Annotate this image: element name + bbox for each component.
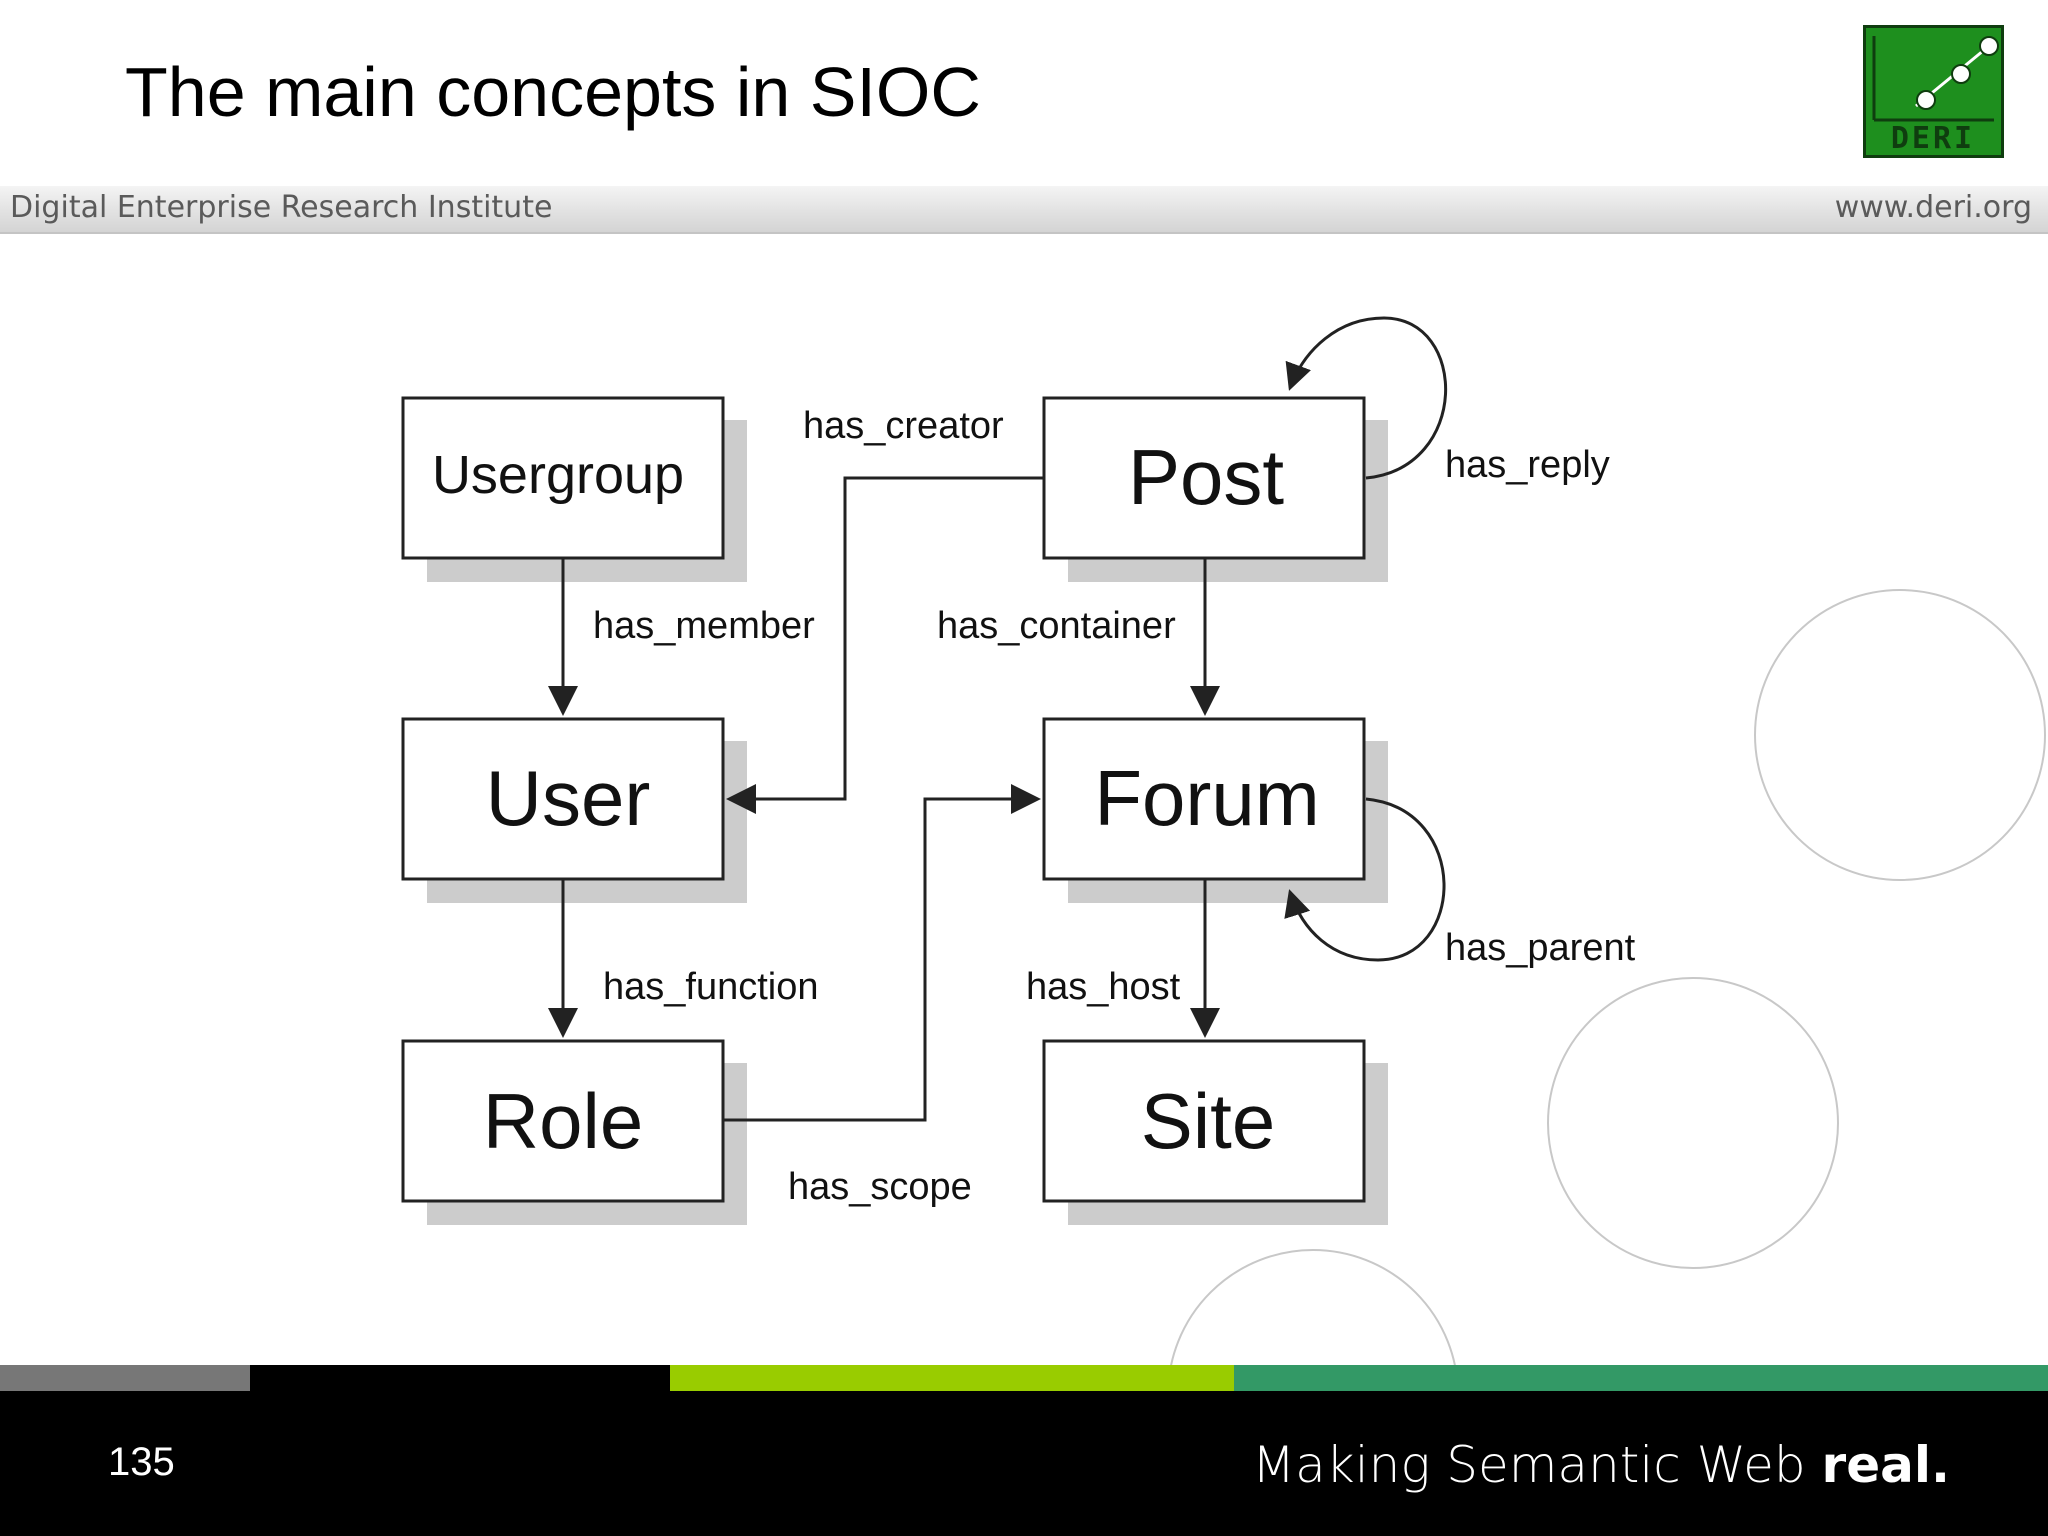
label-has-parent: has_parent <box>1445 927 1636 969</box>
label-has-creator: has_creator <box>803 405 1004 447</box>
footer-bar-black <box>250 1365 670 1391</box>
tagline: Making Semantic Web real. <box>1252 1436 1950 1494</box>
tagline-light: Making Semantic Web <box>1252 1436 1822 1494</box>
logo-text: DERI <box>1891 121 1975 155</box>
deri-logo: DERI <box>1863 25 2004 158</box>
edge-has-scope <box>723 784 1041 1122</box>
node-user-label: User <box>486 754 651 842</box>
label-has-scope: has_scope <box>788 1166 972 1208</box>
edge-has-parent <box>1284 797 1446 962</box>
page-number: 135 <box>108 1440 175 1484</box>
label-has-member: has_member <box>593 605 815 647</box>
node-usergroup: Usergroup <box>401 396 725 560</box>
footer-bar-lime <box>670 1365 1234 1391</box>
node-post-label: Post <box>1128 433 1284 521</box>
node-post: Post <box>1042 396 1366 560</box>
node-forum-label: Forum <box>1094 754 1319 842</box>
header-band <box>0 186 2048 234</box>
footer <box>0 1391 2048 1536</box>
website-link[interactable]: www.deri.org <box>1834 190 2032 225</box>
node-forum: Forum <box>1042 717 1366 881</box>
node-user: User <box>401 717 725 881</box>
institute-name: Digital Enterprise Research Institute <box>10 190 553 225</box>
footer-bar-green <box>1234 1365 2048 1391</box>
edge-has-creator <box>726 476 1044 814</box>
label-has-reply: has_reply <box>1445 444 1610 486</box>
label-has-host: has_host <box>1026 966 1181 1008</box>
footer-bar-gray <box>0 1365 250 1391</box>
footer-color-bars <box>0 1365 2048 1391</box>
background-circles <box>1170 589 2046 1365</box>
label-has-container: has_container <box>937 605 1176 647</box>
edge-has-reply <box>1285 316 1448 480</box>
label-has-function: has_function <box>603 966 819 1008</box>
tagline-bold: real. <box>1821 1436 1950 1494</box>
sioc-diagram: Usergroup User Role Post Forum Site has_… <box>401 316 2046 1365</box>
node-usergroup-label: Usergroup <box>432 445 684 505</box>
node-site-label: Site <box>1141 1077 1275 1165</box>
slide-title: The main concepts in SIOC <box>125 53 981 131</box>
node-site: Site <box>1042 1039 1366 1203</box>
node-role-label: Role <box>483 1077 643 1165</box>
node-role: Role <box>401 1039 725 1203</box>
